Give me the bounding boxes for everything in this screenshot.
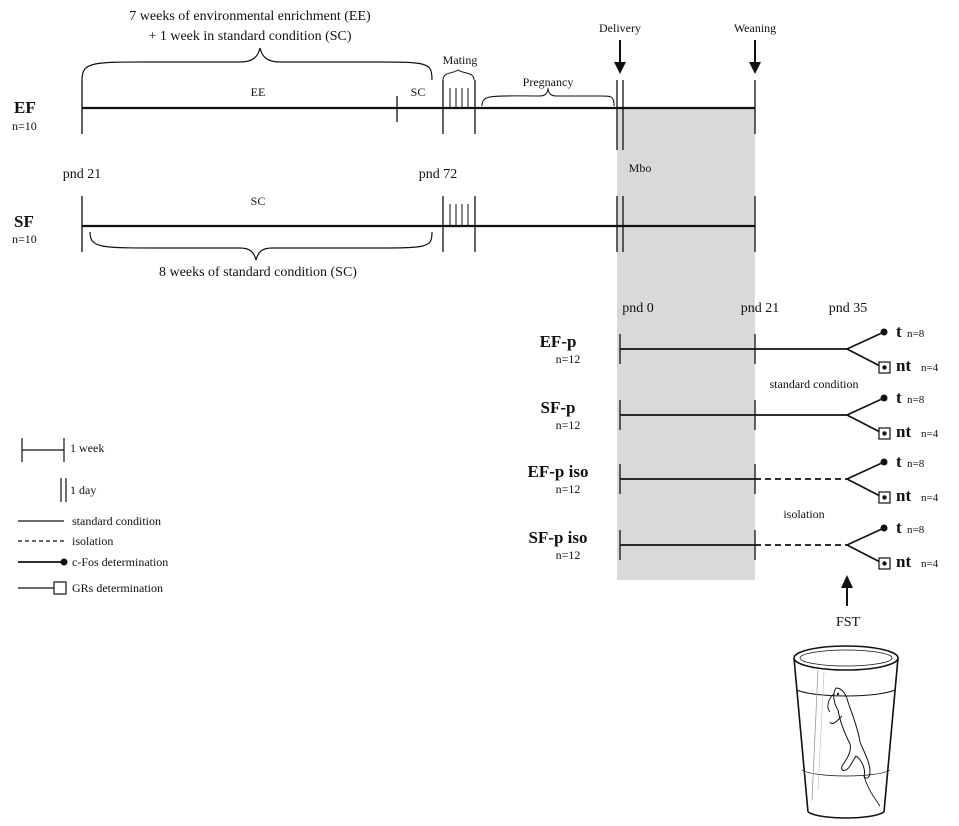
pup-row-3-cfos-dot	[880, 458, 888, 466]
pup-row-4-t-label: t	[896, 518, 902, 537]
standard-condition-label: standard condition	[770, 377, 859, 391]
sf-group-label: SF	[14, 212, 34, 231]
pup-row-2-t-label: t	[896, 388, 902, 407]
ef-group-n: n=10	[12, 119, 37, 133]
legend-cfos-label: c-Fos determination	[72, 555, 168, 569]
pnd0-label: pnd 0	[622, 301, 654, 316]
legend-cfos-dot	[60, 558, 68, 566]
pup-row-1-gr-square-dot	[882, 365, 887, 370]
pup-row-3-t-branch	[846, 461, 885, 480]
pup-row-4-name: SF-p iso	[528, 528, 587, 547]
pnd72-label: pnd 72	[419, 167, 458, 182]
fst-arrow-head	[841, 575, 853, 588]
pup-row-1-nt-n: n=4	[921, 362, 939, 374]
pup-row-1-cfos-dot	[880, 328, 888, 336]
legend-isolation-label: isolation	[72, 534, 113, 548]
ee-caption-line2: + 1 week in standard condition (SC)	[148, 29, 351, 44]
pup-row-4-gr-square-dot	[882, 561, 887, 566]
pup-row-1-n: n=12	[556, 352, 581, 366]
mating-brace	[442, 69, 475, 81]
sf-group-n: n=10	[12, 232, 37, 246]
pup-row-4-n: n=12	[556, 548, 581, 562]
pup-row-3-t-label: t	[896, 452, 902, 471]
pup-row-3-nt-branch	[846, 478, 881, 497]
legend-grs-square	[53, 581, 67, 595]
pup-row-1-name: EF-p	[540, 332, 577, 351]
ee-brace	[81, 47, 433, 81]
pup-row-1-t-branch	[846, 331, 885, 350]
mbo-label: Mbo	[629, 161, 652, 175]
pup-row-1-nt-label: nt	[896, 356, 911, 375]
delivery-arrow-head	[614, 62, 626, 74]
legend-grs-label: GRs determination	[72, 581, 163, 595]
pup-row-4-t-branch	[846, 527, 885, 546]
fst-label: FST	[836, 615, 861, 630]
pnd21-female-label: pnd 21	[63, 167, 102, 182]
pnd21-pup-label: pnd 21	[741, 301, 780, 316]
pup-row-4-t-n: n=8	[907, 524, 925, 536]
pup-row-2-name: SF-p	[541, 398, 576, 417]
sc-caption: 8 weeks of standard condition (SC)	[159, 265, 357, 280]
mbo-shaded-band	[617, 108, 755, 580]
pregnancy-brace	[481, 87, 615, 107]
pup-row-2-nt-n: n=4	[921, 428, 939, 440]
pup-row-3-name: EF-p iso	[528, 462, 589, 481]
forced-swim-beaker-illustration	[793, 645, 899, 819]
ef-group-label: EF	[14, 98, 36, 117]
pup-row-4-nt-n: n=4	[921, 558, 939, 570]
ef-ee-segment-label: EE	[251, 85, 266, 99]
pup-row-3-gr-square-dot	[882, 495, 887, 500]
delivery-label: Delivery	[599, 21, 641, 35]
legend-standard-label: standard condition	[72, 514, 161, 528]
legend-week-label: 1 week	[70, 441, 104, 455]
rat-icon	[833, 687, 871, 779]
ee-caption-line1: 7 weeks of environmental enrichment (EE)	[129, 9, 371, 24]
pup-row-2-nt-branch	[846, 414, 881, 433]
sf-sc-segment-label: SC	[251, 194, 266, 208]
pup-row-2-cfos-dot	[880, 394, 888, 402]
legend-day-label: 1 day	[70, 483, 96, 497]
sc-brace	[89, 231, 433, 261]
ef-sc-segment-label: SC	[411, 85, 426, 99]
pregnancy-label: Pregnancy	[523, 75, 574, 89]
pup-row-4-cfos-dot	[880, 524, 888, 532]
pup-row-1-nt-branch	[846, 348, 881, 367]
pnd35-label: pnd 35	[829, 301, 868, 316]
pup-row-2-t-branch	[846, 397, 885, 416]
weaning-arrow-head	[749, 62, 761, 74]
pup-row-3-nt-label: nt	[896, 486, 911, 505]
pup-row-1-t-label: t	[896, 322, 902, 341]
mating-label: Mating	[443, 53, 478, 67]
pup-row-3-n: n=12	[556, 482, 581, 496]
pup-row-4-nt-branch	[846, 544, 881, 563]
isolation-label: isolation	[783, 507, 824, 521]
pup-row-3-t-n: n=8	[907, 458, 925, 470]
legend: 1 week 1 day standard condition isolatio…	[18, 438, 168, 595]
pup-row-4-nt-label: nt	[896, 552, 911, 571]
pup-row-2-nt-label: nt	[896, 422, 911, 441]
pup-row-2-gr-square-dot	[882, 431, 887, 436]
pup-row-2-n: n=12	[556, 418, 581, 432]
pup-row-1-t-n: n=8	[907, 328, 925, 340]
pup-row-3-nt-n: n=4	[921, 492, 939, 504]
weaning-label: Weaning	[734, 21, 776, 35]
pup-row-2-t-n: n=8	[907, 394, 925, 406]
